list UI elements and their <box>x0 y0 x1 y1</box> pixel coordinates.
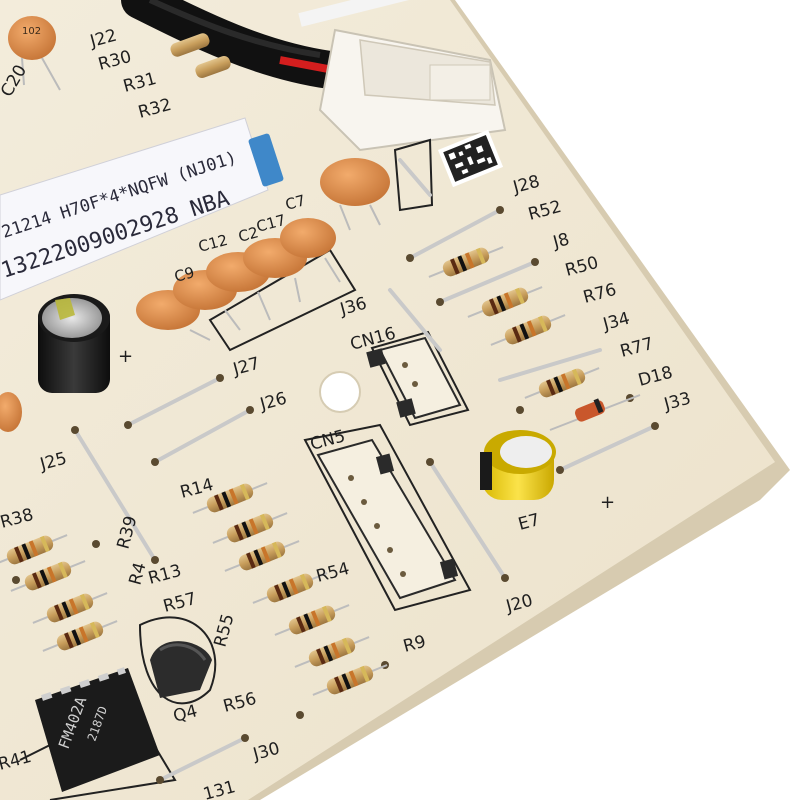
jumper-wires <box>73 158 657 782</box>
resistor <box>490 314 566 346</box>
electrolytic-capacitor-yellow <box>480 430 556 500</box>
resistor <box>224 540 300 572</box>
label-plus-1: + <box>118 346 133 367</box>
resistor <box>274 604 350 636</box>
label-c9: C9 <box>172 263 196 286</box>
ceramic-capacitor: 102 <box>8 16 61 91</box>
resistor <box>312 664 388 696</box>
resistor <box>192 482 268 514</box>
diode-d18 <box>549 394 641 431</box>
qr-code <box>438 129 504 188</box>
resistor <box>467 286 543 318</box>
label-c2: C2 <box>236 223 260 246</box>
electrolytic-capacitor-black <box>38 294 110 393</box>
resistor-small <box>170 33 231 79</box>
resistor <box>32 592 108 624</box>
resistor <box>252 572 328 604</box>
label-c7: C7 <box>283 191 307 214</box>
resistor <box>212 512 288 544</box>
cable-connector <box>318 28 507 152</box>
label-131: 131 <box>201 777 238 800</box>
label-j8: J8 <box>550 229 571 253</box>
resistor <box>524 367 600 399</box>
resistor <box>10 560 86 592</box>
ceramic-capacitor-row <box>136 218 341 341</box>
ceramic-capacitor <box>0 392 22 432</box>
cn16-connector-body <box>366 336 462 420</box>
transistor-q4 <box>150 641 212 698</box>
cn5-connector-body <box>316 438 459 600</box>
resistor <box>428 246 504 278</box>
resistor <box>0 534 68 566</box>
mounting-hole <box>319 371 361 413</box>
resistor <box>294 636 370 668</box>
ceramic-capacitor <box>320 158 390 231</box>
resistor-array <box>0 246 600 696</box>
ic-chip: FM402A 2187D <box>35 667 160 792</box>
resistor <box>42 620 118 652</box>
label-plus-2: + <box>600 492 615 513</box>
cap-marking: 102 <box>22 26 41 37</box>
solder-pads <box>12 206 659 784</box>
